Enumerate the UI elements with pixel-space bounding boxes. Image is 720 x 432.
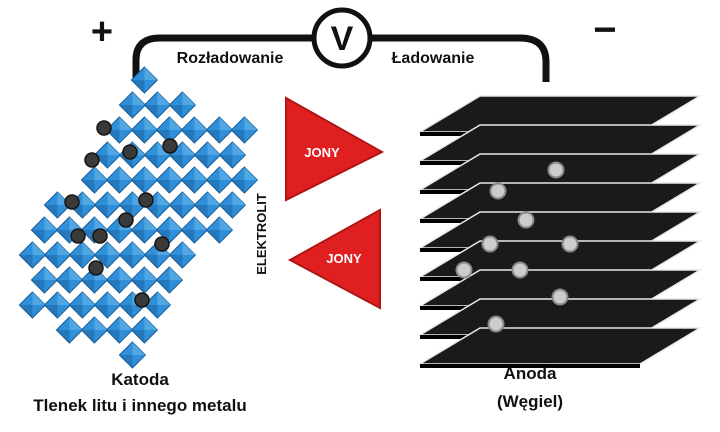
crystal-octahedron [80, 316, 109, 344]
crystal-octahedron [43, 191, 72, 219]
crystal-octahedron [18, 291, 47, 319]
crystal-octahedron [205, 116, 234, 144]
crystal-octahedron [18, 241, 47, 269]
crystal-octahedron [105, 316, 134, 344]
crystal-octahedron [168, 241, 197, 269]
lithium-atom [481, 235, 499, 253]
ion-arrow-left-label: JONY [326, 251, 362, 266]
crystal-octahedron [93, 191, 122, 219]
crystal-octahedron [193, 191, 222, 219]
cathode-crystal-lattice [18, 66, 259, 369]
negative-terminal: − [593, 8, 617, 52]
crystal-octahedron [168, 91, 197, 119]
crystal-octahedron [130, 166, 159, 194]
lithium-atom [84, 152, 100, 168]
cathode-title: Katoda [111, 370, 169, 389]
lithium-atom [487, 315, 505, 333]
lithium-atom [511, 261, 529, 279]
lithium-atom [561, 235, 579, 253]
lithium-atom [88, 260, 104, 276]
crystal-octahedron [143, 91, 172, 119]
crystal-octahedron [155, 166, 184, 194]
lithium-atom [162, 138, 178, 154]
ion-arrow-right: JONY [285, 96, 385, 202]
ion-arrow-right-label: JONY [304, 145, 340, 160]
crystal-octahedron [205, 216, 234, 244]
lithium-atom [92, 228, 108, 244]
lithium-atom [64, 194, 80, 210]
graphite-layer [417, 327, 703, 368]
crystal-octahedron [30, 266, 59, 294]
crystal-octahedron [105, 166, 134, 194]
crystal-octahedron [130, 266, 159, 294]
cathode-subtitle: Tlenek litu i innego metalu [33, 396, 247, 415]
crystal-octahedron [193, 141, 222, 169]
crystal-octahedron [155, 116, 184, 144]
crystal-octahedron [68, 241, 97, 269]
crystal-octahedron [230, 166, 259, 194]
crystal-octahedron [93, 291, 122, 319]
crystal-octahedron [80, 166, 109, 194]
crystal-octahedron [130, 316, 159, 344]
crystal-octahedron [118, 241, 147, 269]
lithium-atom [122, 144, 138, 160]
crystal-octahedron [168, 191, 197, 219]
electrolyte-label: ELEKTROLIT [254, 193, 269, 275]
anode-title: Anoda [503, 364, 557, 383]
positive-terminal: + [90, 11, 114, 53]
crystal-octahedron [218, 191, 247, 219]
voltmeter: V [311, 7, 373, 69]
crystal-octahedron [105, 266, 134, 294]
crystal-octahedron [93, 241, 122, 269]
crystal-octahedron [130, 216, 159, 244]
lithium-atom [118, 212, 134, 228]
crystal-octahedron [55, 316, 84, 344]
lithium-atom [134, 292, 150, 308]
crystal-octahedron [230, 116, 259, 144]
lithium-atom [517, 211, 535, 229]
crystal-octahedron [205, 166, 234, 194]
lithium-atom [455, 261, 473, 279]
lithium-atom [551, 288, 569, 306]
lithium-atom [138, 192, 154, 208]
voltmeter-symbol: V [331, 20, 354, 58]
charge-label: Ładowanie [391, 50, 475, 67]
crystal-octahedron [105, 116, 134, 144]
crystal-octahedron [218, 141, 247, 169]
crystal-octahedron [155, 266, 184, 294]
discharge-label: Rozładowanie [176, 50, 284, 67]
crystal-octahedron [118, 341, 147, 369]
crystal-octahedron [55, 266, 84, 294]
anode-graphite-stack [417, 95, 703, 368]
crystal-octahedron [93, 141, 122, 169]
crystal-octahedron [43, 291, 72, 319]
crystal-octahedron [143, 291, 172, 319]
crystal-octahedron [180, 166, 209, 194]
crystal-octahedron [118, 91, 147, 119]
ion-arrow-left: JONY [287, 208, 381, 310]
crystal-octahedron [68, 291, 97, 319]
lithium-atom [547, 161, 565, 179]
crystal-octahedron [180, 216, 209, 244]
crystal-octahedron [130, 116, 159, 144]
lithium-atom [154, 236, 170, 252]
crystal-octahedron [180, 116, 209, 144]
crystal-octahedron [130, 66, 159, 94]
lithium-atom [96, 120, 112, 136]
crystal-octahedron [43, 241, 72, 269]
anode-subtitle: (Węgiel) [496, 392, 564, 411]
lithium-atom [489, 182, 507, 200]
crystal-octahedron [30, 216, 59, 244]
lithium-atom [70, 228, 86, 244]
